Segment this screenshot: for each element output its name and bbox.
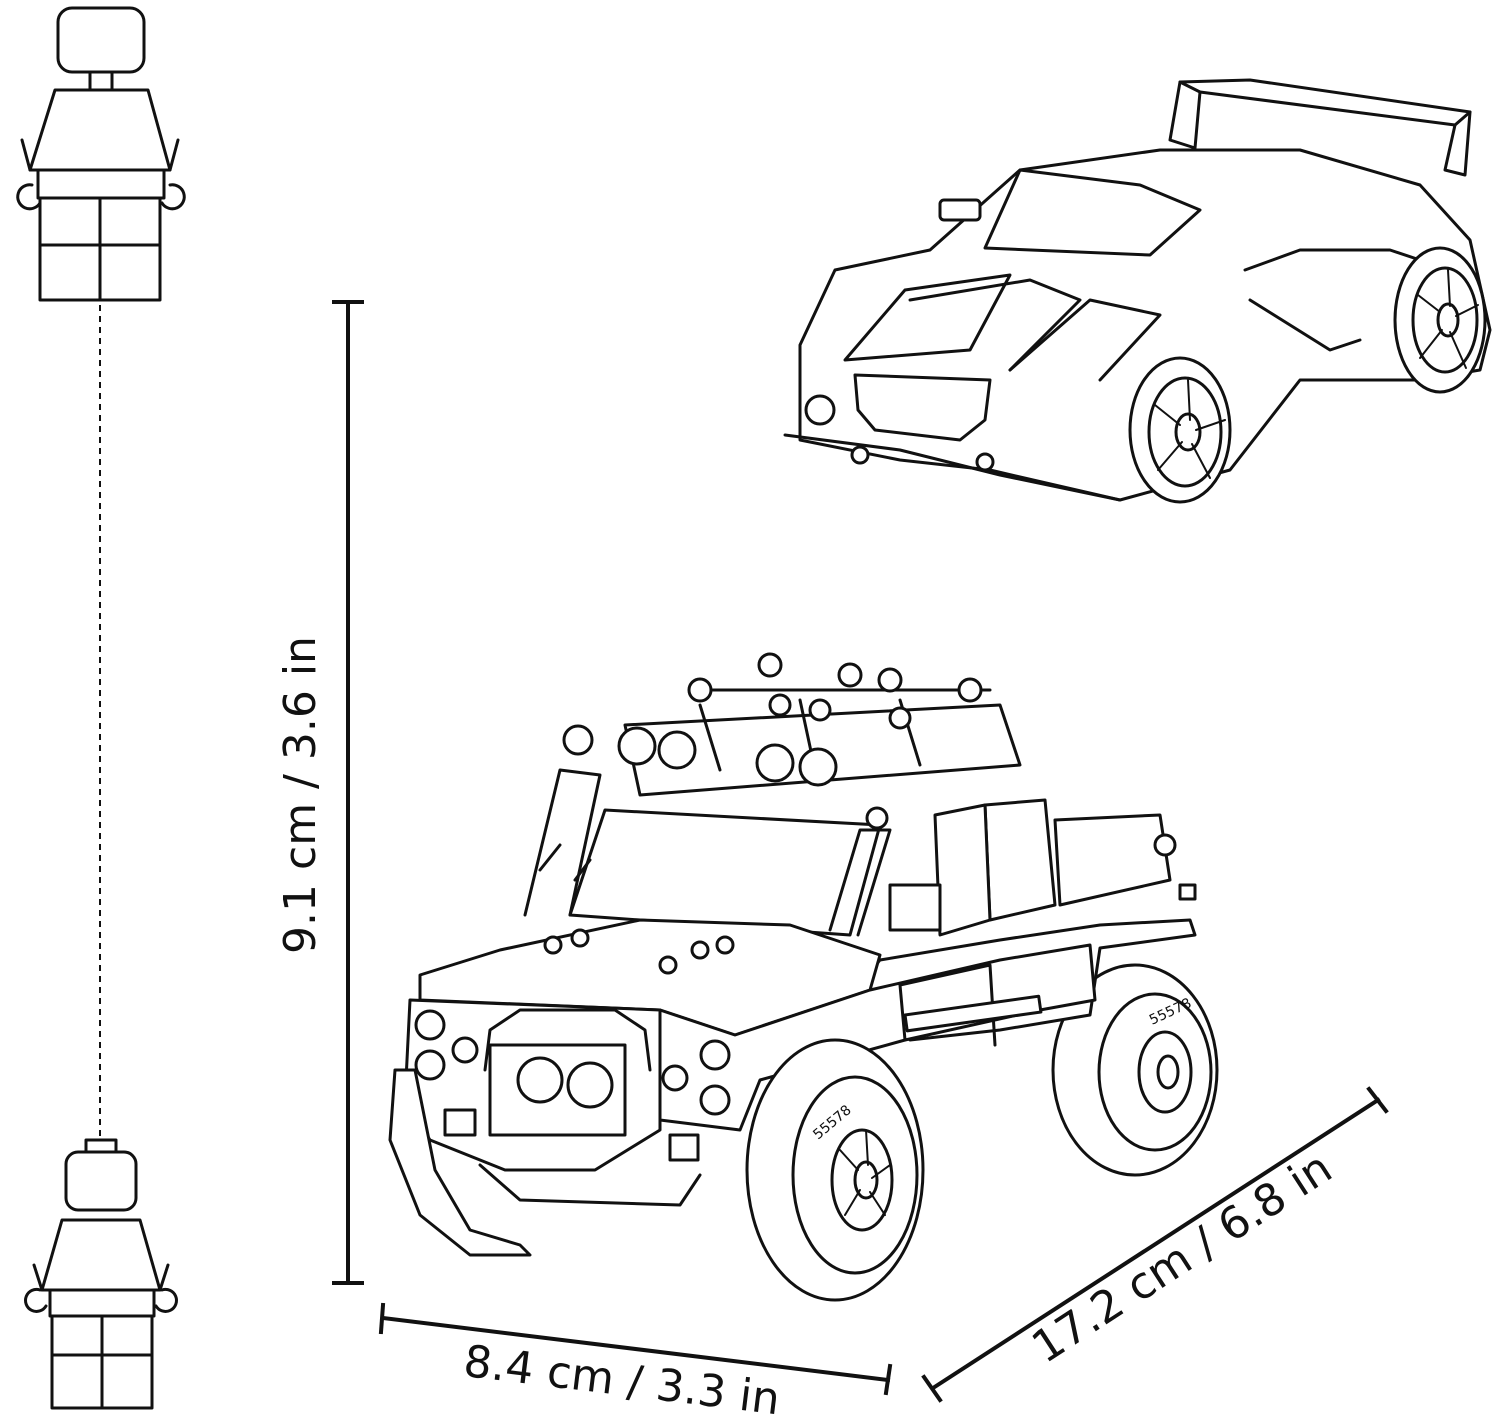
minifigure-bottom-icon (24, 1138, 178, 1410)
width-dimension-line (378, 1302, 893, 1396)
minifigure-top-icon (16, 6, 186, 302)
length-dimension-line (921, 1086, 1389, 1403)
height-label: 9.1 cm / 3.6 in (275, 636, 326, 954)
height-dimension-line (332, 300, 364, 1285)
sports-car-illustration (783, 78, 1492, 504)
length-label: 17.2 cm / 6.8 in (1023, 1142, 1341, 1373)
offroad-truck-illustration: 55578 (388, 652, 1219, 1302)
